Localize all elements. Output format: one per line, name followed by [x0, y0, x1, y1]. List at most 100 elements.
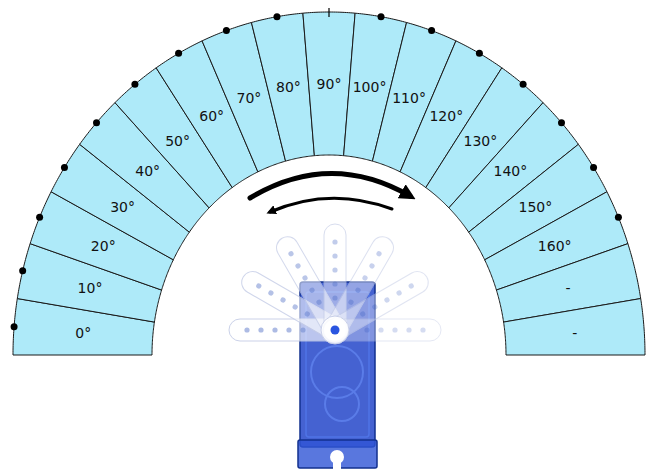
horn-hole — [279, 296, 286, 303]
angle-label: 0° — [75, 325, 91, 341]
angle-label: 160° — [538, 238, 572, 254]
scale-dot — [19, 267, 26, 274]
horn-hole — [244, 327, 249, 332]
angle-label: 100° — [353, 79, 387, 95]
angle-label: 70° — [237, 90, 262, 106]
horn-hole — [354, 287, 361, 294]
horn-hole — [301, 274, 308, 281]
angle-label: 150° — [518, 199, 552, 215]
label-holder: 110° — [392, 89, 426, 107]
rotation-arrow — [250, 173, 410, 198]
scale-dot — [223, 27, 230, 34]
label-holder: 40° — [135, 162, 160, 180]
label-holder: 0° — [75, 324, 91, 342]
horn-hole — [258, 327, 263, 332]
scale-tick — [328, 8, 329, 17]
angle-label: 40° — [135, 163, 160, 179]
horn-hole — [308, 287, 315, 294]
scale-dot — [36, 214, 43, 221]
horn-hole — [332, 295, 337, 300]
servo-shaft — [331, 326, 340, 335]
horn-hole — [294, 262, 301, 269]
label-holder: 150° — [518, 198, 552, 216]
horn-hole — [255, 282, 262, 289]
horn-hole — [420, 327, 425, 332]
scale-dot — [175, 50, 182, 57]
label-holder: 100° — [353, 78, 387, 96]
horn-hole — [300, 327, 305, 332]
horn-hole — [361, 274, 368, 281]
label-holder: 20° — [91, 237, 116, 255]
horn-hole — [304, 310, 311, 317]
horn-hole — [332, 281, 337, 286]
horn-hole — [292, 303, 299, 310]
angle-sector: - — [503, 298, 645, 355]
scale-dot — [428, 27, 435, 34]
horn-hole — [408, 282, 415, 289]
horn-hole — [406, 327, 411, 332]
label-holder: 90° — [317, 75, 342, 93]
label-holder: 10° — [78, 279, 103, 297]
label-holder: 140° — [493, 162, 527, 180]
horn-hole — [378, 327, 383, 332]
label-holder: 160° — [538, 237, 572, 255]
label-holder: - — [565, 279, 570, 297]
horn-hole — [392, 327, 397, 332]
horn-hole — [286, 327, 291, 332]
sector-fill — [504, 299, 645, 355]
label-holder: - — [572, 324, 577, 342]
horn-hole — [396, 289, 403, 296]
scale-dot — [131, 81, 138, 88]
label-holder: 50° — [165, 132, 190, 150]
horn-hole — [332, 253, 337, 258]
servo-gear — [311, 346, 363, 398]
scale-dot — [11, 323, 18, 330]
scale-dot — [61, 164, 68, 171]
horn-hole — [371, 303, 378, 310]
label-holder: 130° — [464, 132, 498, 150]
label-holder: 70° — [237, 89, 262, 107]
horn-hole — [347, 299, 354, 306]
horn-hole — [287, 250, 294, 257]
angle-label: - — [565, 280, 570, 296]
horn-hole — [383, 296, 390, 303]
scale-dot — [273, 13, 280, 20]
horn-hole — [332, 267, 337, 272]
angle-label: 50° — [165, 133, 190, 149]
label-holder: 80° — [276, 78, 301, 96]
label-holder: 60° — [199, 107, 224, 125]
horn-hub — [321, 316, 349, 344]
horn-hole — [272, 327, 277, 332]
scale-dot — [476, 50, 483, 57]
scale-dot — [558, 119, 565, 126]
angle-label: 10° — [78, 280, 103, 296]
angle-label: 140° — [493, 163, 527, 179]
rotation-arrow — [270, 198, 392, 212]
servo-gear — [325, 387, 359, 421]
scale-dot — [590, 164, 597, 171]
label-holder: 120° — [429, 107, 463, 125]
horn-hole — [368, 262, 375, 269]
mount-notch — [333, 457, 341, 469]
scale-dot — [615, 214, 622, 221]
horn-hole — [375, 250, 382, 257]
angle-label: 120° — [429, 108, 463, 124]
scale-dot — [378, 13, 385, 20]
servo-horns — [229, 224, 441, 346]
horn-hole — [315, 299, 322, 306]
horn-hole — [359, 310, 366, 317]
angle-label: 110° — [392, 90, 426, 106]
angle-label: 30° — [110, 199, 135, 215]
horn-hole — [364, 327, 369, 332]
scale-dot — [520, 81, 527, 88]
angle-label: 60° — [199, 108, 224, 124]
angle-label: 80° — [276, 79, 301, 95]
label-holder: 30° — [110, 198, 135, 216]
angle-label: 20° — [91, 238, 116, 254]
angle-label: 90° — [317, 76, 342, 92]
angle-label: - — [572, 325, 577, 341]
horn-hole — [332, 239, 337, 244]
scale-dot — [93, 119, 100, 126]
